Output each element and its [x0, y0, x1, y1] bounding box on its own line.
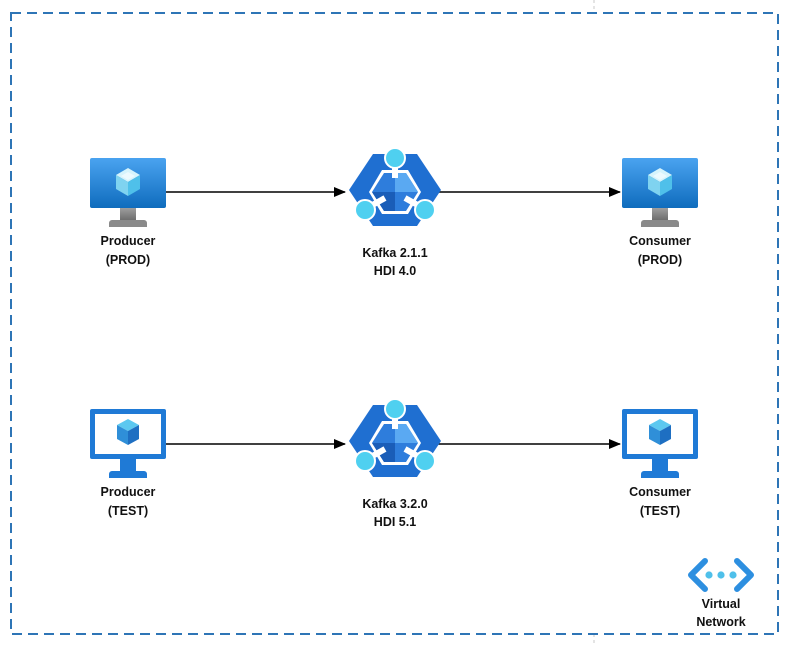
virtual-network-legend: Virtual Network: [691, 561, 751, 629]
node-producer-prod[interactable]: Producer (PROD): [90, 158, 166, 267]
node-label-line1: Consumer: [629, 234, 691, 248]
virtual-machine-icon: [90, 158, 166, 227]
hdinsight-cluster-icon: [349, 399, 441, 477]
virtual-network-icon: [691, 561, 751, 589]
node-consumer-test[interactable]: Consumer (TEST): [622, 409, 698, 518]
virtual-machine-icon: [622, 158, 698, 227]
node-producer-test[interactable]: Producer (TEST): [90, 409, 166, 518]
node-label-line2: (TEST): [640, 504, 680, 518]
node-label-line1: Kafka 2.1.1: [362, 246, 427, 260]
node-label-line2: (PROD): [106, 253, 150, 267]
hdinsight-cluster-icon: [349, 148, 441, 226]
virtual-machine-outline-icon: [90, 409, 166, 478]
node-label-line1: Producer: [101, 485, 156, 499]
node-consumer-prod[interactable]: Consumer (PROD): [622, 158, 698, 267]
node-label-line2: HDI 5.1: [374, 515, 416, 529]
node-label-line1: Consumer: [629, 485, 691, 499]
node-label-line2: HDI 4.0: [374, 264, 416, 278]
node-kafka-test[interactable]: Kafka 3.2.0 HDI 5.1: [349, 399, 441, 529]
node-label-line2: (TEST): [108, 504, 148, 518]
vnet-label-line1: Virtual: [702, 597, 741, 611]
virtual-network-boundary: [10, 12, 779, 635]
node-label-line2: (PROD): [638, 253, 682, 267]
node-label-line1: Kafka 3.2.0: [362, 497, 427, 511]
node-label-line1: Producer: [101, 234, 156, 248]
virtual-machine-outline-icon: [622, 409, 698, 478]
vnet-label-line2: Network: [696, 615, 745, 629]
node-kafka-prod[interactable]: Kafka 2.1.1 HDI 4.0: [349, 148, 441, 278]
